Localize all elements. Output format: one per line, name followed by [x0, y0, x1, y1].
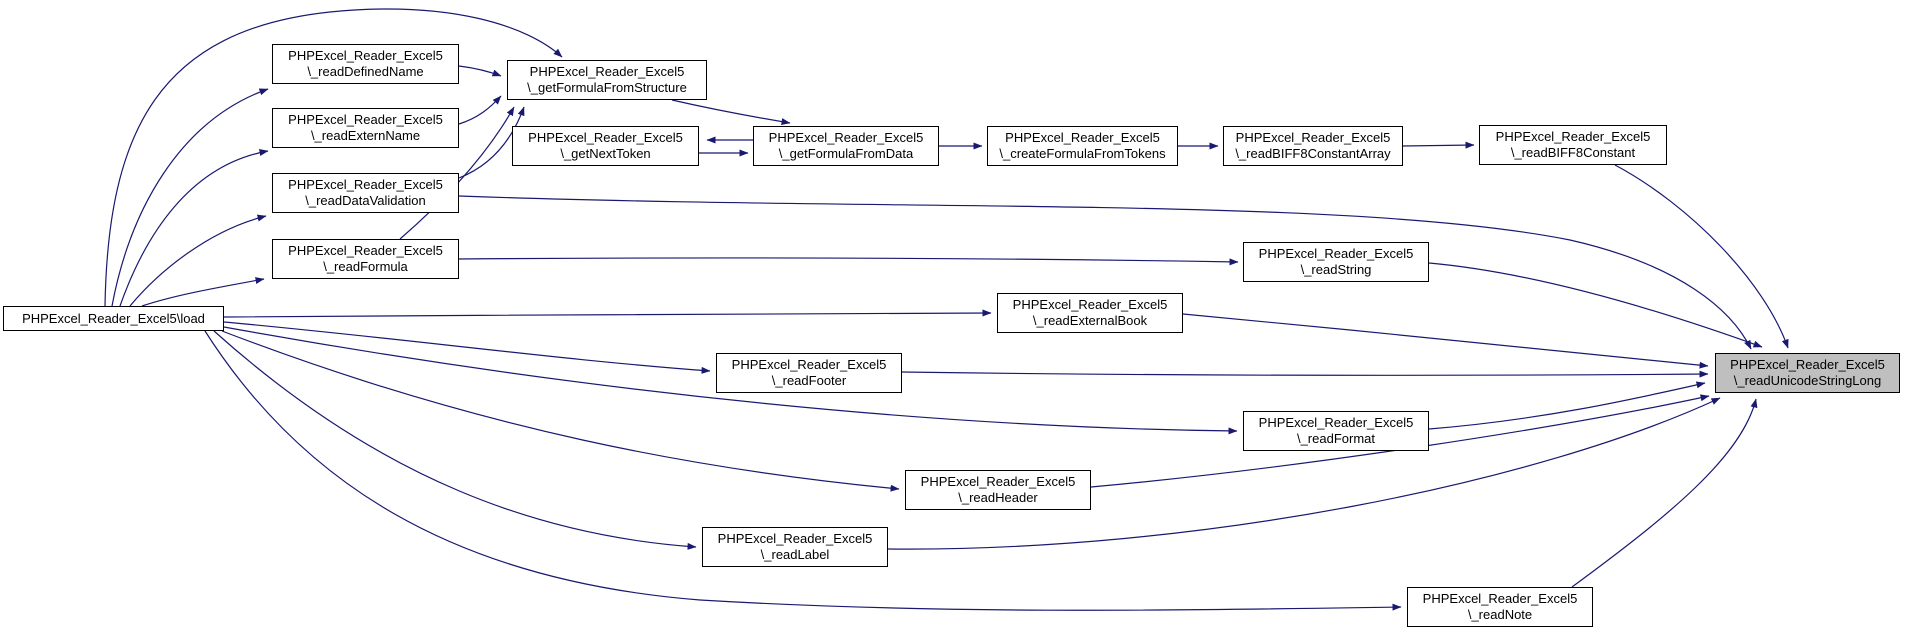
node-read-biff8-constant-label-line-1: PHPExcel_Reader_Excel5	[1495, 129, 1651, 144]
edge-readExternName-to-getFormulaFromStructure	[458, 95, 502, 125]
edge-readNote-to-readUnicodeStringLong	[1571, 398, 1758, 588]
node-load[interactable]: PHPExcel_Reader_Excel5\load	[3, 306, 224, 331]
node-read-extern-name-label-line-2: \_readExternName	[310, 128, 421, 143]
node-read-data-validation-label-line-1: PHPExcel_Reader_Excel5	[288, 177, 443, 192]
node-read-biff8-constant-array-label-line-1: PHPExcel_Reader_Excel5	[1235, 130, 1391, 145]
node-read-unicode-string-long[interactable]: PHPExcel_Reader_Excel5\_readUnicodeStrin…	[1715, 353, 1900, 393]
node-read-extern-name-label-line-1: PHPExcel_Reader_Excel5	[288, 112, 443, 127]
edge-load-to-getFormulaFromStructure	[104, 8, 563, 307]
edge-load-to-readFormat	[223, 326, 1238, 435]
node-read-note-label-line-2: \_readNote	[1467, 607, 1533, 622]
node-create-formula-from-tokens-label-line-2: \_createFormulaFromTokens	[999, 146, 1166, 161]
node-create-formula-from-tokens-label-line-1: PHPExcel_Reader_Excel5	[1005, 130, 1160, 145]
node-read-unicode-string-long-label-line-1: PHPExcel_Reader_Excel5	[1730, 357, 1885, 372]
edge-load-to-readLabel	[213, 330, 697, 550]
node-read-string-label-line-1: PHPExcel_Reader_Excel5	[1258, 246, 1414, 261]
node-get-formula-from-structure[interactable]: PHPExcel_Reader_Excel5\_getFormulaFromSt…	[507, 60, 707, 100]
node-read-label[interactable]: PHPExcel_Reader_Excel5\_readLabel	[702, 527, 888, 567]
edge-readBIFF8Constant-to-readUnicodeStringLong	[1614, 164, 1789, 349]
node-read-defined-name[interactable]: PHPExcel_Reader_Excel5\_readDefinedName	[272, 44, 459, 84]
node-read-footer[interactable]: PHPExcel_Reader_Excel5\_readFooter	[716, 353, 902, 393]
node-create-formula-from-tokens[interactable]: PHPExcel_Reader_Excel5\_createFormulaFro…	[987, 126, 1178, 166]
node-read-external-book-label-line-2: \_readExternalBook	[1032, 313, 1148, 328]
edge-readDefinedName-to-getFormulaFromStructure	[458, 65, 502, 77]
node-read-formula-label-line-1: PHPExcel_Reader_Excel5	[288, 243, 443, 258]
edge-load-to-readDefinedName	[111, 88, 269, 307]
node-read-defined-name-label-line-2: \_readDefinedName	[307, 64, 424, 79]
edge-readBIFF8ConstantArray-to-readBIFF8Constant	[1402, 141, 1475, 149]
edge-load-to-readExternName	[119, 149, 269, 307]
node-get-formula-from-structure-label-line-1: PHPExcel_Reader_Excel5	[529, 64, 685, 79]
node-read-format[interactable]: PHPExcel_Reader_Excel5\_readFormat	[1243, 411, 1429, 451]
edge-load-to-readDataValidation	[129, 214, 267, 307]
node-read-external-book[interactable]: PHPExcel_Reader_Excel5\_readExternalBook	[997, 293, 1183, 333]
edge-load-to-readExternalBook	[223, 309, 992, 318]
node-read-format-label-line-1: PHPExcel_Reader_Excel5	[1258, 415, 1414, 430]
node-read-footer-label-line-1: PHPExcel_Reader_Excel5	[731, 357, 887, 372]
edge-readFormula-to-getFormulaFromStructure	[399, 106, 515, 240]
node-get-next-token-label-line-1: PHPExcel_Reader_Excel5	[528, 130, 683, 145]
node-get-formula-from-data-label-line-2: \_getFormulaFromData	[778, 146, 914, 161]
node-read-data-validation-label-line-2: \_readDataValidation	[305, 193, 426, 208]
edge-readDataValidation-to-readUnicodeStringLong	[458, 195, 1752, 350]
node-read-biff8-constant[interactable]: PHPExcel_Reader_Excel5\_readBIFF8Constan…	[1479, 125, 1667, 165]
node-read-header-label-line-2: \_readHeader	[958, 490, 1038, 505]
node-read-footer-label-line-2: \_readFooter	[771, 373, 847, 388]
node-read-note-label-line-1: PHPExcel_Reader_Excel5	[1422, 591, 1578, 606]
node-get-formula-from-data[interactable]: PHPExcel_Reader_Excel5\_getFormulaFromDa…	[753, 126, 939, 166]
edge-load-to-readFooter	[223, 321, 711, 374]
node-read-format-label-line-2: \_readFormat	[1296, 431, 1376, 446]
node-get-formula-from-structure-label-line-2: \_getFormulaFromStructure	[527, 80, 687, 95]
node-read-label-label-line-2: \_readLabel	[760, 547, 830, 562]
node-read-label-label-line-1: PHPExcel_Reader_Excel5	[717, 531, 873, 546]
node-read-string[interactable]: PHPExcel_Reader_Excel5\_readString	[1243, 242, 1429, 282]
node-read-formula[interactable]: PHPExcel_Reader_Excel5\_readFormula	[272, 239, 459, 279]
node-read-header[interactable]: PHPExcel_Reader_Excel5\_readHeader	[905, 470, 1091, 510]
edge-readLabel-to-readUnicodeStringLong	[887, 397, 1721, 550]
edge-readExternalBook-to-readUnicodeStringLong	[1182, 313, 1709, 369]
edge-readString-to-readUnicodeStringLong	[1428, 262, 1763, 348]
node-read-biff8-constant-label-line-2: \_readBIFF8Constant	[1510, 145, 1636, 160]
node-read-data-validation[interactable]: PHPExcel_Reader_Excel5\_readDataValidati…	[272, 173, 459, 213]
node-read-biff8-constant-array[interactable]: PHPExcel_Reader_Excel5\_readBIFF8Constan…	[1223, 126, 1403, 166]
node-read-external-book-label-line-1: PHPExcel_Reader_Excel5	[1012, 297, 1168, 312]
node-read-note[interactable]: PHPExcel_Reader_Excel5\_readNote	[1407, 587, 1593, 627]
edge-getFormulaFromStructure-to-getFormulaFromData	[671, 99, 791, 126]
node-read-extern-name[interactable]: PHPExcel_Reader_Excel5\_readExternName	[272, 108, 459, 148]
edge-load-to-readNote	[204, 330, 1402, 611]
edge-readDataValidation-to-getFormulaFromStructure	[458, 106, 525, 179]
node-read-biff8-constant-array-label-line-2: \_readBIFF8ConstantArray	[1235, 146, 1391, 161]
node-read-defined-name-label-line-1: PHPExcel_Reader_Excel5	[288, 48, 443, 63]
node-get-formula-from-data-label-line-1: PHPExcel_Reader_Excel5	[768, 130, 924, 145]
node-read-unicode-string-long-label-line-2: \_readUnicodeStringLong	[1733, 373, 1882, 388]
edge-load-to-readFormula	[141, 277, 265, 307]
edge-readFormat-to-readUnicodeStringLong	[1428, 381, 1706, 430]
edge-load-to-readHeader	[221, 330, 900, 492]
node-read-string-label-line-2: \_readString	[1300, 262, 1372, 277]
node-load-label-line-1: PHPExcel_Reader_Excel5\load	[22, 310, 205, 326]
edge-readFooter-to-readUnicodeStringLong	[901, 370, 1709, 378]
edge-readFormula-to-readString	[458, 257, 1239, 266]
node-get-next-token[interactable]: PHPExcel_Reader_Excel5\_getNextToken	[512, 126, 699, 166]
node-read-header-label-line-1: PHPExcel_Reader_Excel5	[920, 474, 1076, 489]
node-get-next-token-label-line-2: \_getNextToken	[560, 146, 651, 161]
node-read-formula-label-line-2: \_readFormula	[323, 259, 408, 274]
